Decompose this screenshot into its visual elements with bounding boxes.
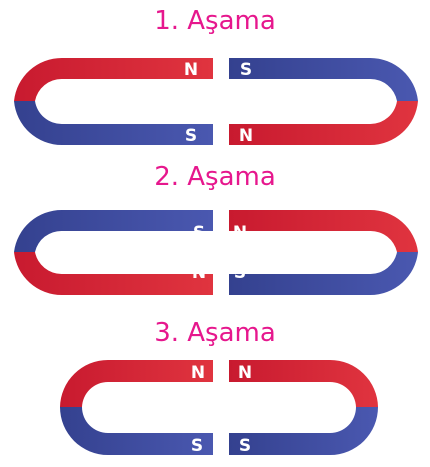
- stage-1-right-bottom-label: N: [239, 126, 253, 146]
- stage-1-magnets: N S S N: [14, 57, 418, 146]
- stage-2-right-bottom-arm: [229, 252, 418, 296]
- stage-2-right-top-arm: [229, 209, 418, 252]
- stage-1-title: 1. Aşama: [154, 6, 276, 36]
- stage-1-left-bottom-arm: [14, 101, 213, 146]
- stage-3-right-bottom-label: S: [239, 436, 251, 456]
- stage-1-right-top-arm: [229, 57, 418, 101]
- stage-1-right-magnet: S N: [229, 57, 418, 146]
- stage-3-title: 3. Aşama: [154, 318, 276, 348]
- stage-1-right-bottom-arm: [229, 101, 418, 146]
- stage-1-left-bottom-label: S: [185, 126, 197, 146]
- stage-3-right-bottom-arm: [229, 407, 378, 455]
- stage-2-left-bottom-arm: [14, 252, 213, 296]
- stage-3-left-bottom-arm: [60, 407, 213, 455]
- stage-2-left-bottom-label: N: [192, 263, 206, 283]
- stage-2-left-top-arm: [14, 209, 213, 252]
- stage-1-right-top-label: S: [240, 60, 252, 80]
- stage-3-left-magnet: N S: [60, 359, 213, 456]
- stage-3-left-top-arm: [60, 359, 213, 407]
- stage-2-right-bottom-label: S: [234, 263, 246, 283]
- stage-1-left-top-label: N: [184, 60, 198, 80]
- stage-2-left-magnet: S N: [14, 209, 213, 296]
- stage-3-left-top-label: N: [191, 363, 205, 383]
- stage-1-left-top-arm: [14, 57, 213, 101]
- stage-3-magnets: N S N S: [60, 359, 378, 456]
- stage-2-right-magnet: N S: [229, 209, 418, 296]
- stage-3-right-magnet: N S: [229, 359, 378, 456]
- stage-3-left-bottom-label: S: [191, 436, 203, 456]
- stage-2-magnets: S N N S: [14, 209, 418, 296]
- stage-2-right-top-label: N: [233, 223, 247, 243]
- stage-3-right-top-arm: [229, 359, 378, 407]
- stage-2-left-top-label: S: [193, 223, 205, 243]
- stage-3-right-top-label: N: [238, 363, 252, 383]
- stage-1-left-magnet: N S: [14, 57, 213, 146]
- stage-2-title: 2. Aşama: [154, 162, 276, 192]
